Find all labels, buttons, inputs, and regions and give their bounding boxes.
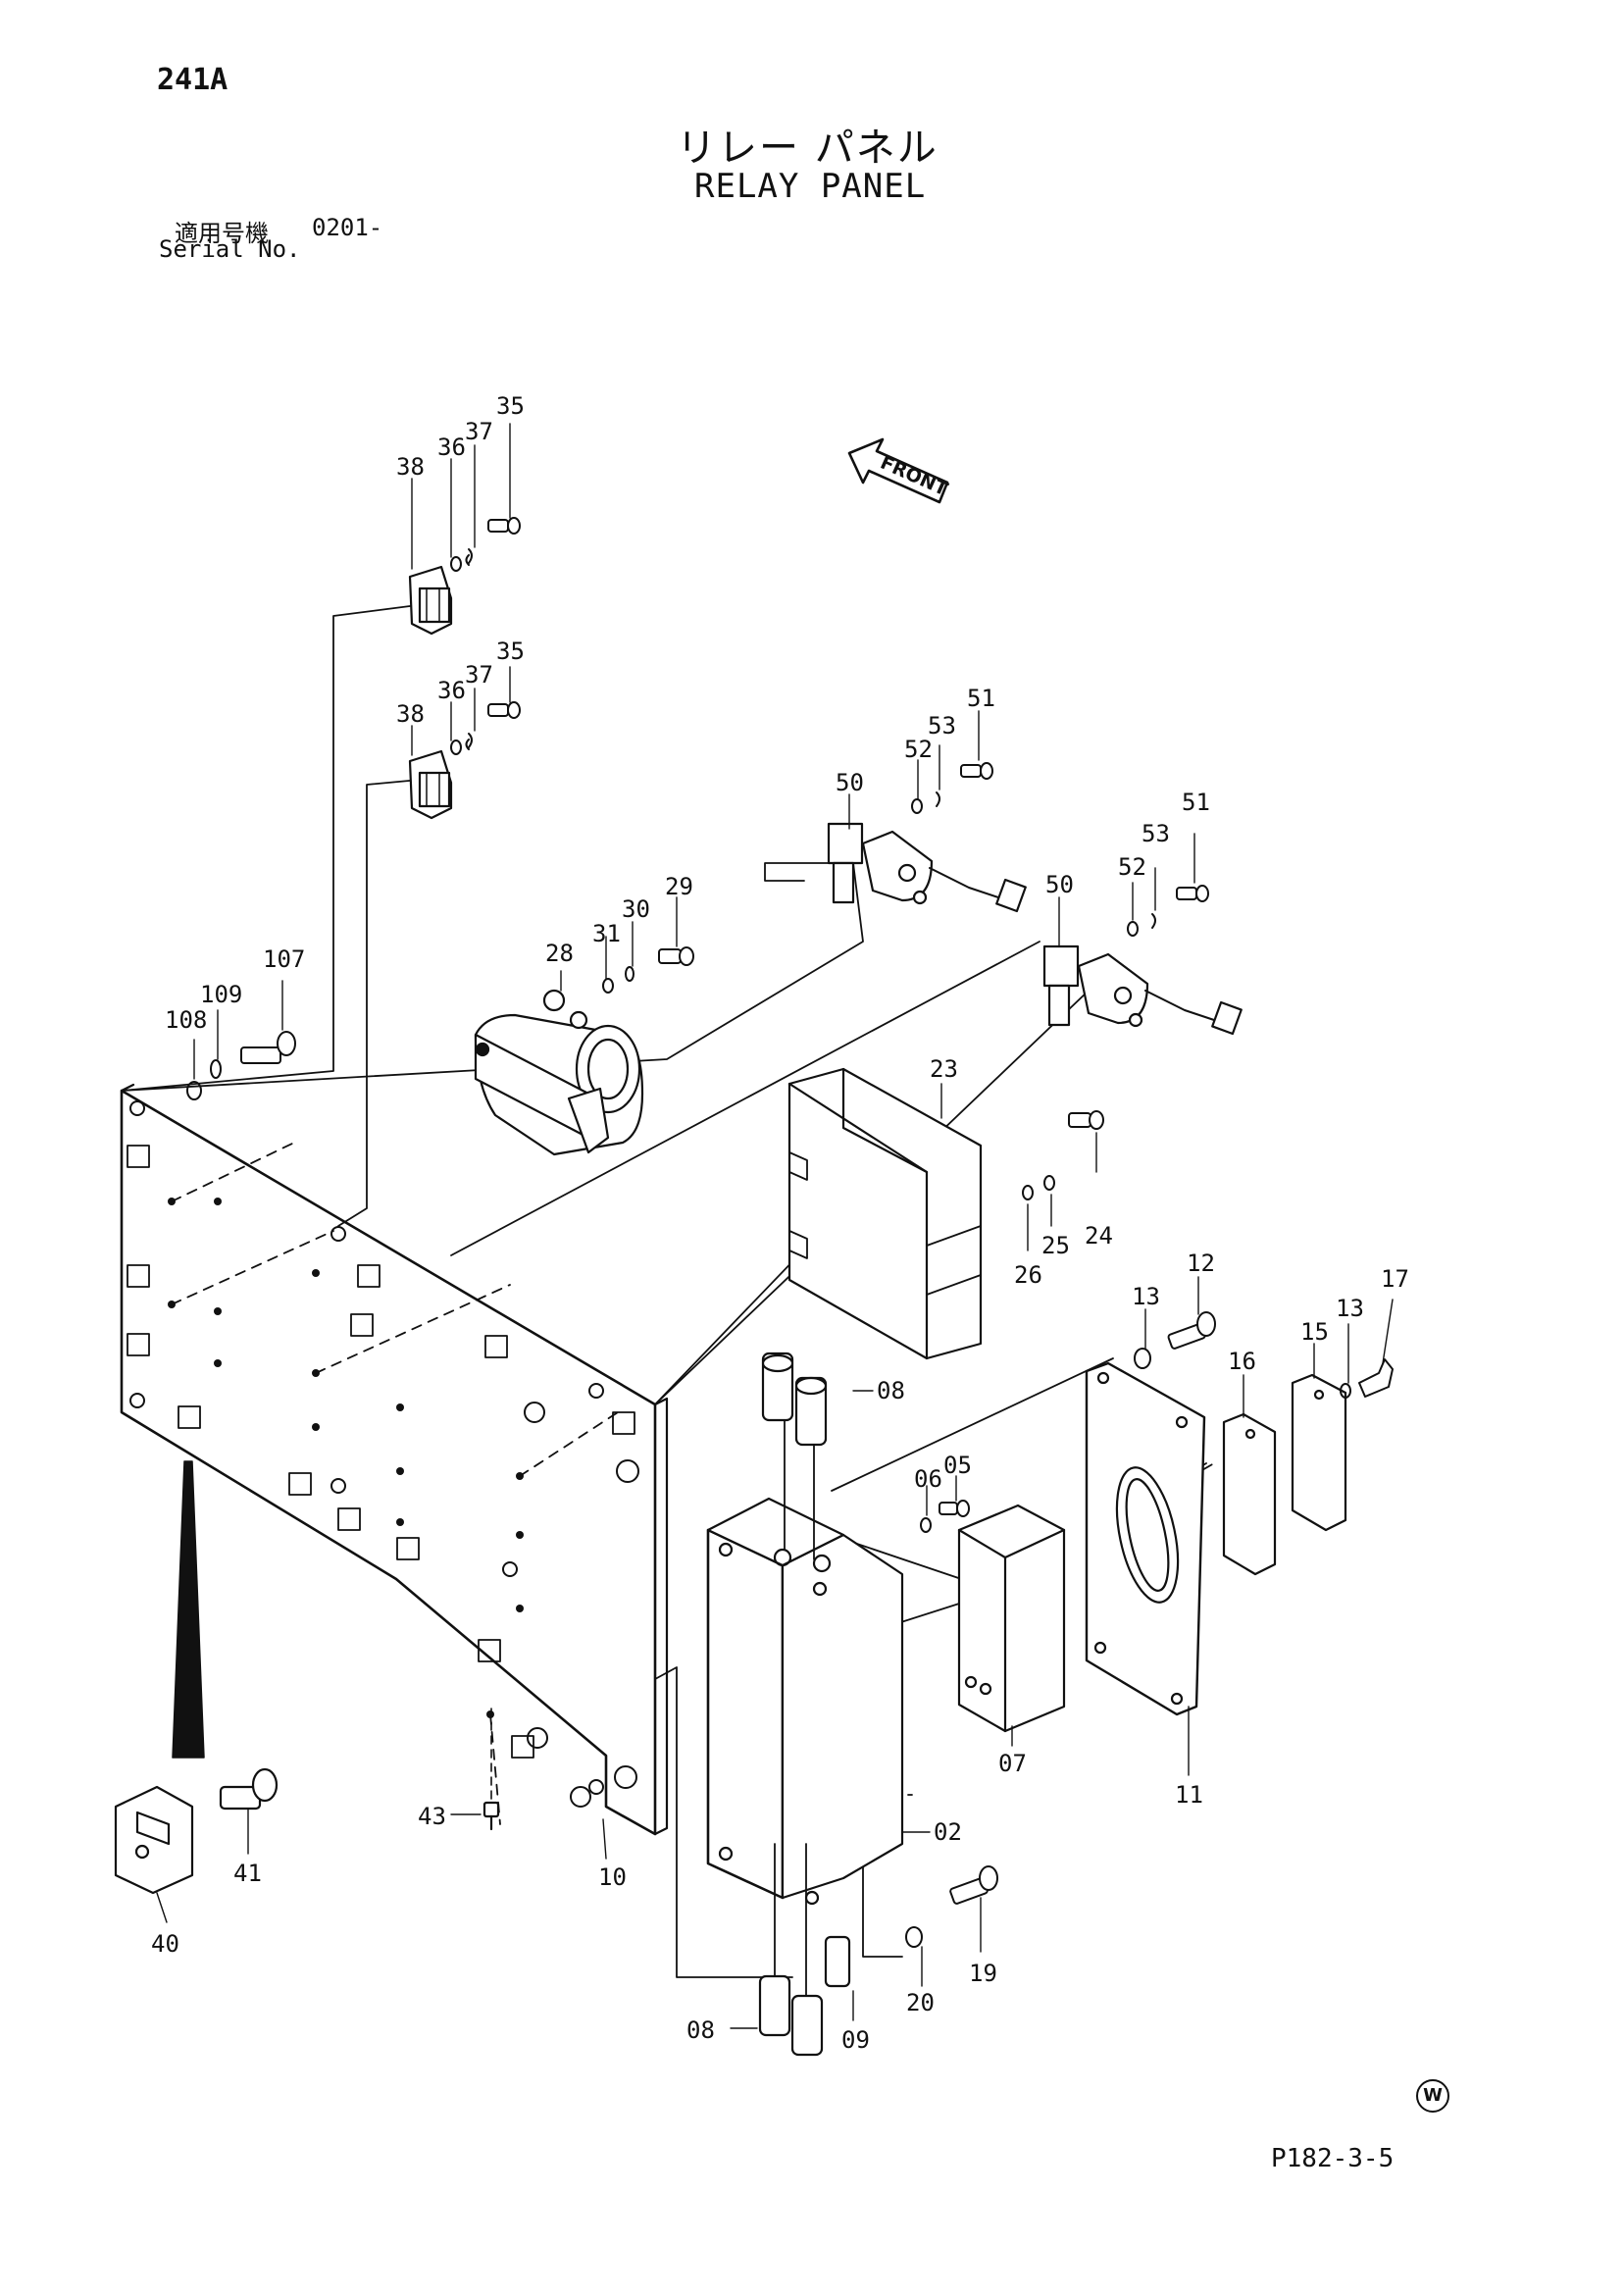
callout-108: 108 xyxy=(165,1006,207,1034)
callout-17: 17 xyxy=(1381,1265,1409,1293)
bolt-107-set xyxy=(186,1031,296,1100)
title-english: RELAY PANEL xyxy=(694,167,927,206)
callout-52b: 52 xyxy=(1118,853,1146,881)
callout-40: 40 xyxy=(151,1930,179,1958)
serial-label-english: Serial No. xyxy=(159,235,301,263)
bracket-23 xyxy=(787,1067,983,1360)
callout-30: 30 xyxy=(622,895,650,923)
callout-25: 25 xyxy=(1041,1232,1070,1259)
callout-51b: 51 xyxy=(1182,789,1210,816)
gasket-16 xyxy=(1222,1412,1277,1576)
callout-11: 11 xyxy=(1175,1781,1203,1809)
switch-hardware xyxy=(911,762,1209,937)
front-label: FRONT xyxy=(877,452,950,501)
callout-107: 107 xyxy=(263,945,305,973)
callout-leaders xyxy=(156,423,1394,2029)
serial-value: 0201- xyxy=(312,214,383,241)
serial-label-japanese: 適用号機 xyxy=(175,220,269,247)
relay-panel-plate xyxy=(120,1083,669,1836)
callout-09: 09 xyxy=(841,2026,870,2054)
callout-38a: 38 xyxy=(396,453,425,481)
callout-109: 109 xyxy=(200,981,242,1008)
callout-37a: 37 xyxy=(465,418,493,445)
controller-box xyxy=(706,1497,904,1906)
callout-28: 28 xyxy=(545,940,574,967)
callout-29: 29 xyxy=(665,873,693,900)
callout-13b: 13 xyxy=(1336,1295,1364,1322)
callout-53b: 53 xyxy=(1142,820,1170,847)
corner-mark: W xyxy=(1416,2079,1449,2113)
bolt-41 xyxy=(219,1767,279,1811)
screw-43 xyxy=(482,1708,500,1831)
callout-31: 31 xyxy=(592,920,621,947)
figure-code: P182-3-5 xyxy=(1271,2144,1395,2173)
relay-38-lower xyxy=(408,749,453,820)
callout-50b: 50 xyxy=(1045,871,1074,898)
relay-28-hardware xyxy=(602,946,694,994)
callout-05: 05 xyxy=(943,1452,972,1479)
callout-36b: 36 xyxy=(437,677,466,704)
connector-08-top xyxy=(761,1352,828,1560)
callout-36a: 36 xyxy=(437,434,466,461)
bolt-12-13-17-set xyxy=(1134,1311,1394,1399)
callout-26: 26 xyxy=(1014,1261,1042,1289)
callout-52a: 52 xyxy=(904,736,933,763)
callout-24: 24 xyxy=(1085,1222,1113,1250)
callout-numbers: 38 36 37 35 38 36 37 35 50 52 53 51 50 5… xyxy=(151,392,1409,2054)
relay-28 xyxy=(474,989,644,1156)
callout-37b: 37 xyxy=(465,661,493,689)
callout-08a: 08 xyxy=(877,1377,905,1404)
cable-wedge-arrow xyxy=(172,1460,205,1759)
callout-16: 16 xyxy=(1228,1348,1256,1375)
module-07 xyxy=(957,1504,1066,1733)
relay-38-upper xyxy=(408,565,453,636)
callout-13a: 13 xyxy=(1132,1283,1160,1310)
screw-05-06 xyxy=(920,1500,970,1533)
callout-35b: 35 xyxy=(496,638,525,665)
callout-10: 10 xyxy=(598,1863,627,1891)
callout-41: 41 xyxy=(233,1860,262,1887)
callout-50a: 50 xyxy=(836,769,864,796)
callout-08b: 08 xyxy=(686,2016,715,2044)
callout-02: 02 xyxy=(934,1818,962,1846)
callout-15: 15 xyxy=(1300,1318,1329,1346)
callout-07: 07 xyxy=(998,1750,1027,1777)
callout-43: 43 xyxy=(418,1803,446,1830)
cover-plate-11 xyxy=(1085,1361,1206,1716)
relay-hardware xyxy=(450,517,521,755)
callout-51a: 51 xyxy=(967,685,995,712)
switch-50-upper xyxy=(827,822,1027,913)
connector-08-09-bottom xyxy=(758,1843,851,2057)
bracket-23-hardware xyxy=(1022,1110,1104,1200)
callout-19: 19 xyxy=(969,1960,997,1987)
title-japanese: リレー パネル xyxy=(677,126,939,171)
panel-wire-clips xyxy=(127,1145,635,1759)
cover-15 xyxy=(1291,1373,1347,1532)
callout-20: 20 xyxy=(906,1989,935,2016)
callout-23: 23 xyxy=(930,1055,958,1083)
clamp-40 xyxy=(114,1785,194,1895)
callout-53a: 53 xyxy=(928,712,956,740)
callout-12: 12 xyxy=(1187,1250,1215,1277)
callout-38b: 38 xyxy=(396,700,425,728)
front-direction-arrow: FRONT xyxy=(847,437,951,504)
page-number: 241A xyxy=(157,63,228,97)
callout-35a: 35 xyxy=(496,392,525,420)
bolt-19-set xyxy=(905,1865,998,1948)
callout-06: 06 xyxy=(914,1465,942,1493)
switch-50-lower xyxy=(1042,944,1243,1036)
